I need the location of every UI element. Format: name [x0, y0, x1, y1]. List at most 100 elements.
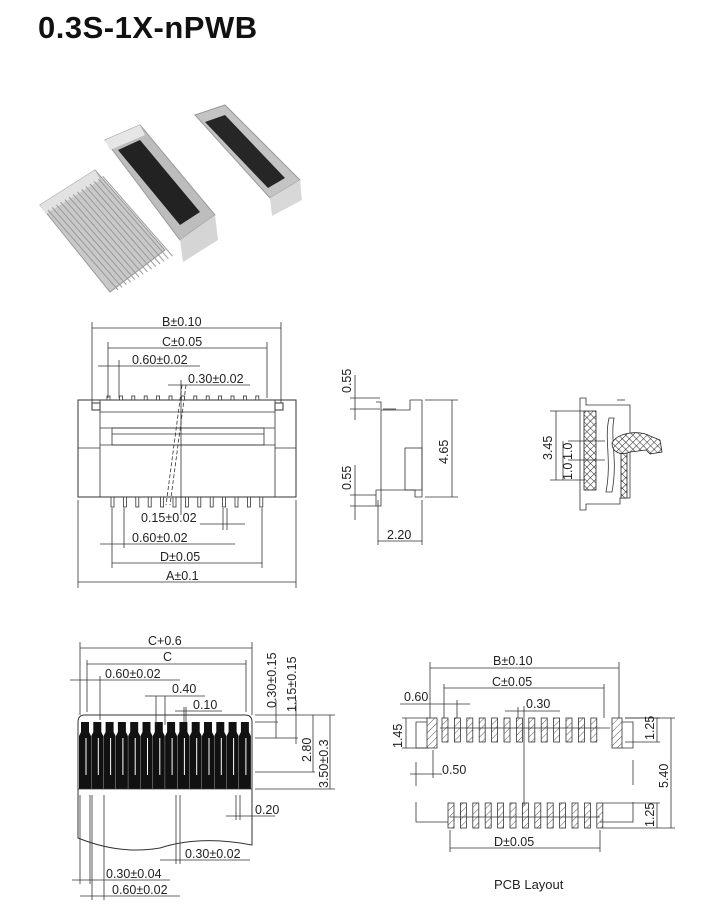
- bottom-pin: [172, 496, 177, 508]
- top-pin: [255, 395, 260, 401]
- top-pin: [143, 395, 148, 401]
- pcb-dim-c: C±0.05: [492, 675, 532, 689]
- pcb-pad-bottom: [534, 802, 542, 829]
- bottom-pin: [209, 496, 214, 508]
- fpc-finger: [238, 722, 251, 789]
- pcb-pad-bottom: [522, 802, 529, 829]
- pcb-pad-top: [590, 717, 598, 743]
- top-pin: [230, 395, 235, 401]
- photo-pin: [89, 183, 161, 265]
- photo-pin: [47, 209, 119, 291]
- top-pin: [168, 395, 173, 401]
- fpc-finger: [214, 722, 227, 789]
- photo-pin: [81, 188, 152, 270]
- dim-section-2: 1.0: [561, 463, 575, 480]
- dim-depth: 2.20: [387, 528, 411, 542]
- pcb-dim-b: B±0.10: [493, 654, 533, 668]
- fpc-finger: [140, 722, 153, 789]
- fpc-finger: [189, 722, 202, 789]
- fpc-finger: [152, 722, 165, 789]
- bottom-pin: [222, 496, 227, 508]
- fpc-finger: [177, 722, 190, 789]
- fpc-finger: [103, 722, 116, 789]
- bottom-pin: [234, 496, 239, 508]
- pcb-pad-bottom: [497, 802, 505, 829]
- dim-020: 0.20: [255, 803, 279, 817]
- pcb-pad-top: [528, 717, 536, 743]
- top-pin: [218, 395, 223, 401]
- product-photo: [39, 104, 302, 293]
- dim-030-002: 0.30±0.02: [185, 847, 241, 861]
- pcb-pad-top: [565, 717, 573, 743]
- top-pin: [242, 395, 247, 401]
- dim-top-lead: 0.55: [340, 369, 354, 393]
- photo-pin: [68, 196, 140, 278]
- bottom-pin: [135, 496, 140, 508]
- dim-pin-width: 0.15±0.02: [141, 511, 197, 525]
- photo-pin: [102, 175, 173, 257]
- dim-280: 2.80: [300, 738, 314, 762]
- pcb-pad-bottom: [546, 802, 554, 829]
- fpc-finger: [226, 722, 239, 789]
- dim-030-004: 0.30±0.04: [106, 867, 162, 881]
- dim-section-1: 1.0: [561, 443, 575, 460]
- pcb-layout-caption: PCB Layout: [494, 877, 564, 892]
- connector-body: [77, 399, 297, 498]
- pcb-dim-145: 1.45: [391, 724, 405, 748]
- pcb-dim-125-top: 1.25: [643, 716, 657, 740]
- pcb-pad-top: [553, 717, 560, 743]
- photo-pin: [98, 178, 169, 260]
- dim-c-plus: C+0.6: [148, 634, 182, 648]
- top-pin: [106, 395, 111, 401]
- pcb-pad-top: [491, 717, 499, 743]
- photo-pin: [64, 199, 136, 280]
- pcb-pad-top: [578, 717, 585, 743]
- photo-pin: [77, 191, 148, 273]
- pcb-pad-bottom: [459, 802, 467, 829]
- pcb-pad-bottom: [447, 802, 455, 829]
- pcb-dim-d: D±0.05: [494, 835, 534, 849]
- front-view: B±0.10 C±0.05 0.60±0.02 0.30±0.02 0.15±0…: [77, 315, 297, 588]
- pcb-dim-050: 0.50: [442, 763, 466, 777]
- pcb-pad-bottom: [584, 802, 591, 829]
- pcb-pad-top: [441, 717, 449, 743]
- pcb-dim-540: 5.40: [657, 764, 671, 788]
- bottom-pin: [123, 496, 127, 508]
- pcb-pad-top: [540, 717, 548, 743]
- pcb-pad-top: [516, 717, 523, 743]
- bottom-pin: [110, 496, 115, 508]
- pcb-pad-bottom: [559, 802, 566, 829]
- pcb-pad-bottom: [484, 802, 492, 829]
- bottom-pin: [147, 496, 152, 508]
- dim-350: 3.50±0.3: [317, 739, 331, 788]
- dim-115-015: 1.15±0.15: [285, 656, 299, 712]
- pcb-anchor-pad: [426, 717, 438, 749]
- bottom-pin: [184, 496, 189, 508]
- bottom-pin: [160, 496, 165, 508]
- top-pin: [119, 395, 123, 401]
- fpc-finger: [91, 722, 104, 789]
- photo-pin: [56, 204, 127, 286]
- pcb-pad-top: [503, 717, 511, 743]
- pcb-pad-bottom: [472, 802, 480, 829]
- bottom-pin: [246, 496, 251, 508]
- pcb-pad-top: [478, 717, 486, 743]
- pcb-anchor-pad: [611, 717, 623, 749]
- pcb-pad-bottom: [571, 802, 579, 829]
- dim-pin-offset: 0.30±0.02: [188, 372, 244, 386]
- dim-fpc-pitch-2: 0.60±0.02: [112, 883, 168, 897]
- photo-pin: [51, 207, 123, 288]
- top-pin: [180, 395, 185, 401]
- dim-030-015: 0.30±0.15: [265, 652, 279, 708]
- dim-c-fpc: C: [163, 650, 172, 664]
- dim-fpc-pitch: 0.60±0.02: [105, 667, 161, 681]
- dim-b: B±0.10: [162, 315, 202, 329]
- pcb-dim-060: 0.60: [404, 690, 428, 704]
- dim-bottom-lead: 0.55: [340, 466, 354, 490]
- dim-d: D±0.05: [160, 550, 200, 564]
- top-pin: [131, 395, 136, 401]
- dim-section-height: 3.45: [541, 436, 555, 460]
- fpc-finger: [202, 722, 214, 789]
- fpc-finger: [165, 722, 178, 789]
- photo-pin: [72, 194, 144, 275]
